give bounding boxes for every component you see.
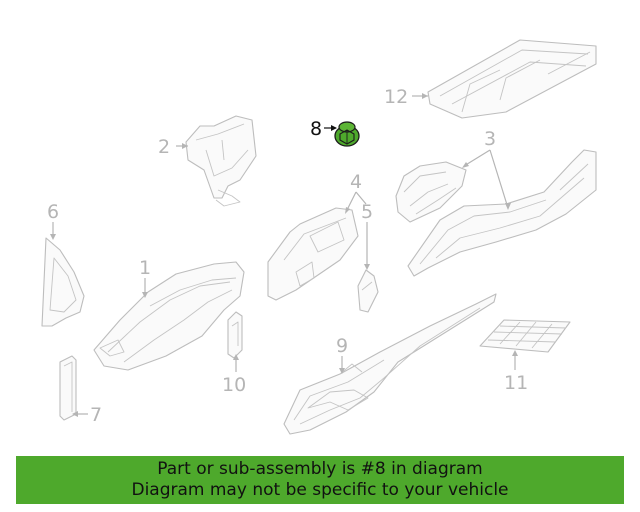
callout-3: 3 — [484, 128, 496, 150]
info-banner: Part or sub-assembly is #8 in diagram Di… — [16, 456, 624, 504]
part-5-trim — [357, 269, 379, 313]
part-9-lower-panel — [283, 293, 497, 435]
banner-line-1: Part or sub-assembly is #8 in diagram — [157, 459, 483, 479]
leader-4b — [355, 191, 367, 205]
part-4-panel — [267, 207, 359, 301]
arrow-7 — [72, 411, 78, 417]
part-12-upper-tray — [427, 39, 597, 119]
arrow-6 — [50, 234, 56, 240]
part-3-lower-panel — [395, 149, 597, 277]
callout-2: 2 — [158, 136, 170, 158]
arrow-4a — [345, 207, 350, 214]
callout-7: 7 — [90, 404, 102, 426]
callout-11: 11 — [504, 372, 528, 394]
arrow-2 — [182, 143, 188, 149]
arrow-12 — [422, 93, 428, 99]
arrow-1 — [142, 292, 148, 298]
leader-3b — [489, 149, 509, 209]
leader-3a — [463, 149, 491, 167]
arrow-11 — [512, 350, 518, 356]
part-10-bracket — [227, 311, 243, 359]
part-6-side-panel — [41, 237, 85, 327]
callout-6: 6 — [47, 201, 59, 223]
callout-8: 8 — [310, 118, 322, 140]
arrow-9 — [339, 368, 345, 374]
callout-4: 4 — [350, 171, 362, 193]
arrow-5 — [364, 264, 370, 270]
banner-line-2: Diagram may not be specific to your vehi… — [131, 480, 509, 500]
arrow-3b — [505, 203, 511, 210]
part-11-grille — [479, 319, 571, 353]
part-8-clip — [334, 121, 360, 147]
arrow-10 — [233, 354, 239, 360]
arrow-3a — [462, 162, 469, 168]
callout-10: 10 — [222, 374, 246, 396]
part-1-bezel — [93, 261, 245, 371]
arrow-8 — [331, 125, 337, 131]
callout-12: 12 — [384, 86, 408, 108]
callout-1: 1 — [139, 257, 151, 279]
parts-diagram: 12 2 8 3 4 — [41, 39, 597, 435]
part-7-strip — [59, 355, 77, 421]
callout-9: 9 — [336, 335, 348, 357]
callout-5: 5 — [361, 201, 373, 223]
part-2-bracket — [185, 115, 257, 207]
